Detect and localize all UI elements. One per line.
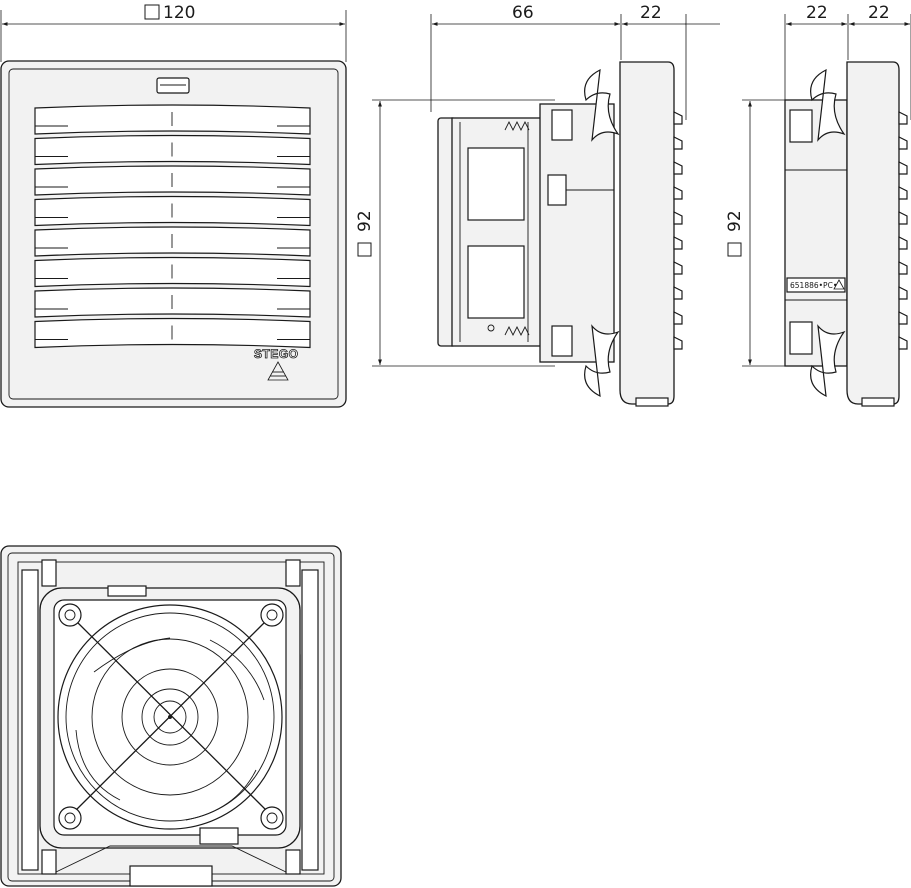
- dimension-label-66: 66: [512, 3, 534, 23]
- dimension-width-120: 120: [0, 3, 347, 62]
- louver-slat: [34, 134, 311, 166]
- louver-slat: [34, 317, 311, 349]
- louver-grille: [34, 104, 311, 349]
- grille-tooth: [673, 311, 683, 325]
- louver-slat: [34, 287, 311, 318]
- grille-tooth: [898, 111, 908, 125]
- grille-tooth: [673, 236, 683, 250]
- dimension-label-22: 22: [640, 3, 662, 23]
- dimension-label-22-a: 22: [806, 3, 828, 23]
- square-icon: [357, 242, 372, 257]
- grille-tooth: [898, 136, 908, 150]
- side-view-fan: 92: [355, 61, 683, 407]
- recycling-triangle-icon: [833, 279, 845, 290]
- dimension-side-22-22: 22 22: [784, 3, 911, 120]
- grille-tooth: [898, 161, 908, 175]
- dimension-label-22-b: 22: [868, 3, 890, 23]
- louver-slat: [34, 165, 311, 196]
- brand-logo: STEGO: [254, 347, 299, 361]
- louver-slat: [34, 226, 311, 257]
- louver-slat: [34, 195, 311, 227]
- louver-slat: [34, 256, 311, 288]
- grille-tooth: [898, 311, 908, 325]
- stego-logo: STEGO: [254, 347, 299, 381]
- grille-tooth: [898, 186, 908, 200]
- square-icon: [144, 4, 160, 20]
- dimension-depth-66-22: 66 22: [430, 3, 720, 120]
- part-marking-label: 651886•PC•: [790, 281, 837, 290]
- grille-tooth: [898, 286, 908, 300]
- grille-teeth: [898, 111, 908, 350]
- louver-slat: [34, 104, 311, 135]
- dimension-label-120: 120: [163, 3, 195, 23]
- dimension-label-92-right: 92: [725, 210, 745, 232]
- grille-teeth: [673, 111, 683, 350]
- grille-tooth: [673, 161, 683, 175]
- grille-tooth: [898, 336, 908, 350]
- grille-tooth: [898, 211, 908, 225]
- side-view-housing: 92 651886•PC•: [725, 61, 908, 407]
- grille-tooth: [673, 261, 683, 275]
- grille-tooth: [673, 186, 683, 200]
- rear-view: [0, 545, 342, 887]
- square-icon: [727, 242, 742, 257]
- grille-tooth: [898, 236, 908, 250]
- dimension-label-92-left: 92: [355, 210, 375, 232]
- grille-tooth: [673, 286, 683, 300]
- grille-tooth: [673, 336, 683, 350]
- grille-tooth: [673, 136, 683, 150]
- grille-tooth: [898, 261, 908, 275]
- grille-tooth: [673, 111, 683, 125]
- grille-tooth: [673, 211, 683, 225]
- front-view: STEGO: [0, 60, 347, 408]
